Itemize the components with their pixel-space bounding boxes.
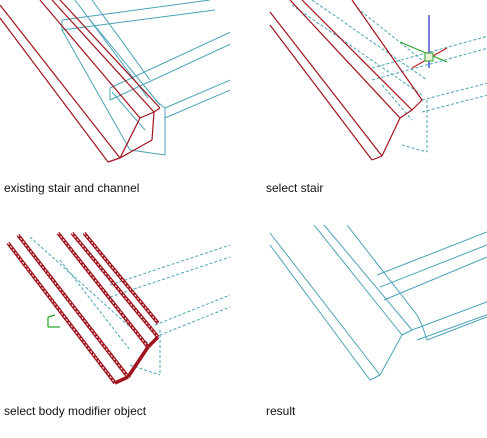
channel-shape bbox=[29, 236, 230, 376]
panel-select-body-modifier bbox=[0, 225, 230, 395]
caption-result: result bbox=[266, 404, 296, 418]
panel-existing-stair bbox=[0, 0, 230, 170]
caption-select-body-modifier: select body modifier object bbox=[4, 404, 147, 418]
channel-shape bbox=[291, 0, 487, 153]
channel-shape bbox=[376, 231, 487, 341]
panel-result bbox=[262, 225, 487, 395]
stair-shape bbox=[6, 231, 160, 385]
grip-marker-icon bbox=[47, 314, 60, 328]
caption-existing-stair: existing stair and channel bbox=[4, 181, 140, 195]
drawing-existing-stair bbox=[0, 0, 230, 163]
drawing-select-stair bbox=[269, 0, 487, 161]
ucs-axis-icon bbox=[399, 15, 448, 69]
stair-shape bbox=[269, 225, 418, 381]
drawing-result bbox=[269, 225, 487, 381]
caption-select-stair: select stair bbox=[266, 181, 324, 195]
stair-shape bbox=[269, 0, 423, 161]
panel-select-stair bbox=[262, 0, 487, 170]
channel-shape bbox=[61, 0, 230, 156]
stair-shape bbox=[0, 0, 161, 163]
drawing-select-body-modifier bbox=[6, 231, 230, 385]
